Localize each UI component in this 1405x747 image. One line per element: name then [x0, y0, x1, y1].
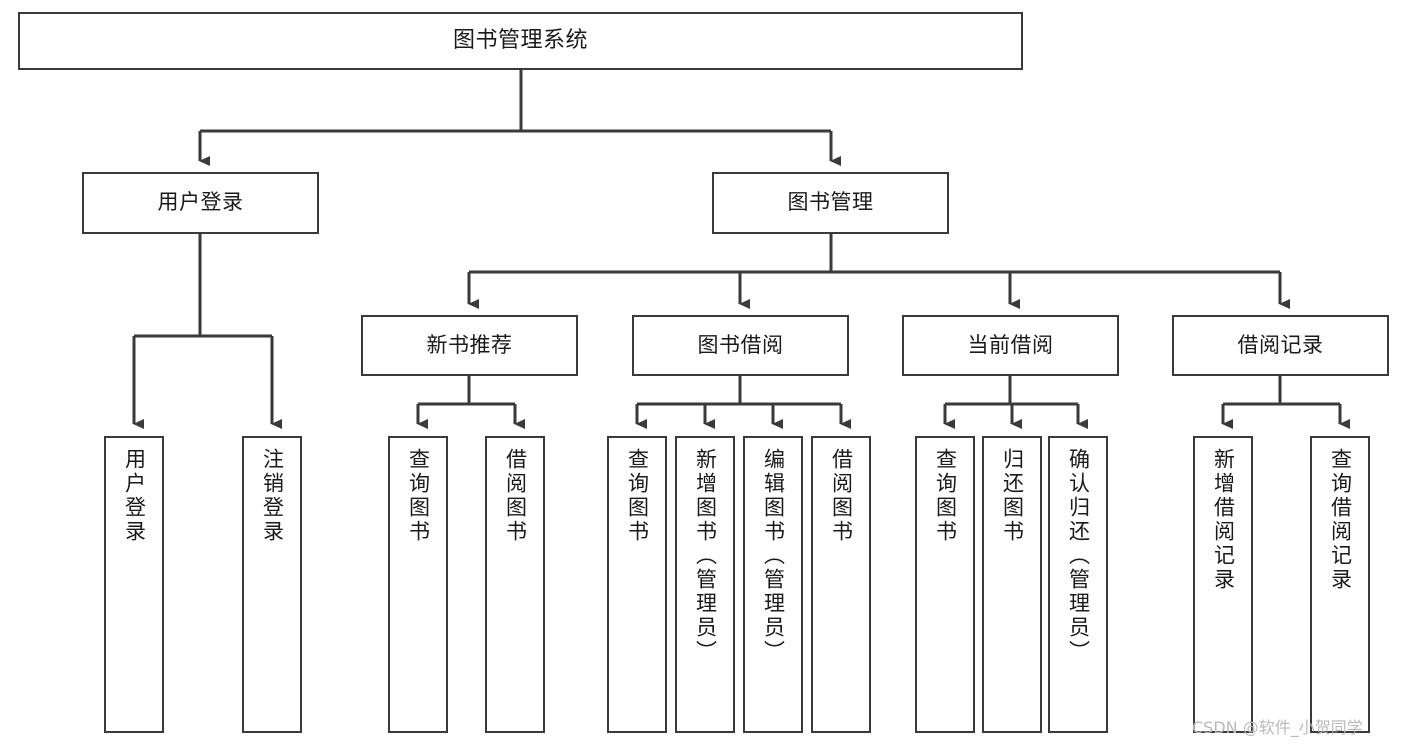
node-leaf-search-borrow-record[interactable]: 查询借阅记录	[1310, 436, 1370, 733]
node-leaf-return-books[interactable]: 归还图书	[982, 436, 1042, 733]
node-leaf-search-books-newbook[interactable]: 查询图书	[388, 436, 448, 733]
node-label: 借阅图书	[829, 448, 854, 544]
node-book-management[interactable]: 图书管理	[712, 172, 949, 234]
node-leaf-confirm-return-admin[interactable]: 确认归还（管理员）	[1048, 436, 1108, 733]
node-leaf-borrow-books-newbook[interactable]: 借阅图书	[485, 436, 545, 733]
node-label: 用户登录	[157, 190, 244, 215]
node-label: 新增借阅记录	[1211, 448, 1236, 592]
node-borrowing-records[interactable]: 借阅记录	[1172, 315, 1389, 376]
node-label: 新书推荐	[426, 332, 513, 357]
node-label: 确认归还（管理员）	[1066, 448, 1091, 664]
node-leaf-logout[interactable]: 注销登录	[242, 436, 302, 733]
node-new-book-recommendation[interactable]: 新书推荐	[361, 315, 578, 376]
node-label: 当前借阅	[967, 332, 1054, 357]
node-leaf-search-books-borrow[interactable]: 查询图书	[607, 436, 667, 733]
node-leaf-add-book-admin[interactable]: 新增图书（管理员）	[675, 436, 735, 733]
node-label: 查询图书	[933, 448, 958, 544]
node-leaf-edit-book-admin[interactable]: 编辑图书（管理员）	[743, 436, 803, 733]
node-book-borrowing[interactable]: 图书借阅	[632, 315, 849, 376]
node-label: 借阅图书	[503, 448, 528, 544]
node-current-borrowing[interactable]: 当前借阅	[902, 315, 1119, 376]
node-label: 新增图书（管理员）	[693, 448, 718, 664]
node-user-login[interactable]: 用户登录	[82, 172, 319, 234]
node-label: 注销登录	[260, 448, 285, 544]
node-label: 借阅记录	[1237, 332, 1324, 357]
node-leaf-search-books-current[interactable]: 查询图书	[915, 436, 975, 733]
node-label: 查询图书	[406, 448, 431, 544]
node-label: 归还图书	[1000, 448, 1025, 544]
node-leaf-borrow-books-borrow[interactable]: 借阅图书	[811, 436, 871, 733]
node-leaf-user-login[interactable]: 用户登录	[104, 436, 164, 733]
node-label: 用户登录	[122, 448, 147, 544]
node-label: 图书管理系统	[452, 27, 588, 53]
node-root-book-management-system[interactable]: 图书管理系统	[18, 12, 1023, 70]
node-label: 查询借阅记录	[1328, 448, 1353, 592]
node-label: 图书借阅	[697, 332, 784, 357]
node-label: 查询图书	[625, 448, 650, 544]
csdn-watermark: CSDN @软件_小贺同学	[1192, 718, 1363, 737]
node-label: 编辑图书（管理员）	[761, 448, 786, 664]
node-leaf-add-borrow-record[interactable]: 新增借阅记录	[1193, 436, 1253, 733]
node-label: 图书管理	[787, 190, 874, 215]
